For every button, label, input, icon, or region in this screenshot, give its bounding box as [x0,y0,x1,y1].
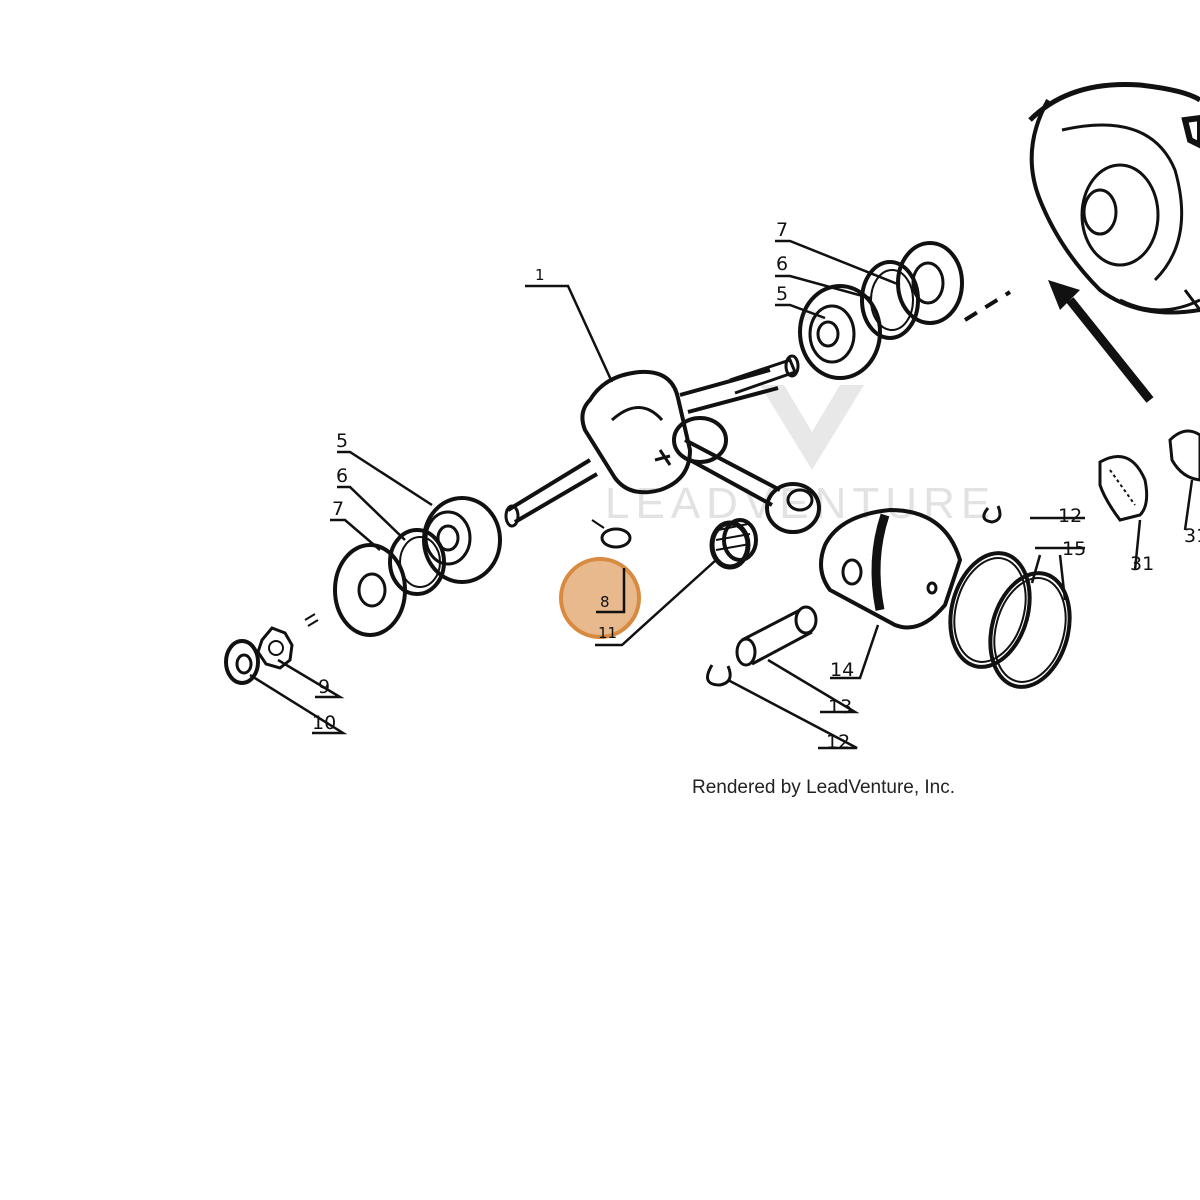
callout-11: 11 [598,624,617,642]
callout-31-a: 31 [1130,553,1154,575]
callout-31-b: 31 [1184,525,1200,547]
bearing-right [798,284,882,380]
callout-12-upper: 12 [1058,505,1082,527]
callout-7-left: 7 [332,498,344,520]
snap-ring-left [388,528,446,596]
callout-5-right: 5 [776,283,788,305]
callout-15: 15 [1062,538,1086,560]
highlight-marker [559,557,641,639]
nut [224,639,260,685]
clutch-part [1098,429,1200,522]
callout-10: 10 [312,712,336,734]
oil-seal-right [896,241,964,325]
callout-6-right: 6 [776,253,788,275]
callout-labels: 1 5 6 7 5 6 7 8 9 10 11 12 12 13 14 15 3… [312,219,1200,753]
crankshaft [504,354,821,534]
piston [819,507,963,630]
leader-lines [249,239,1194,750]
callout-6-left: 6 [336,465,348,487]
circlip-upper [982,505,1002,524]
callout-7-right: 7 [776,219,788,241]
circlip-lower [706,664,732,687]
callout-1: 1 [535,266,545,284]
callout-14: 14 [830,659,854,681]
watermark-logo [760,385,864,470]
callout-9: 9 [318,676,330,698]
callout-12-lower: 12 [826,731,850,753]
flywheel [963,81,1200,322]
washer [256,626,294,670]
direction-arrow [1048,280,1154,403]
credit-text: Rendered by LeadVenture, Inc. [692,777,956,798]
callout-13: 13 [828,696,852,718]
piston-pin [735,605,818,667]
callout-8: 8 [600,593,610,611]
piston-ring-set [948,551,1072,689]
callout-5-left: 5 [336,430,348,452]
oil-seal-left [333,543,407,637]
needle-bearing [709,518,758,570]
woodruff-key [591,519,632,549]
